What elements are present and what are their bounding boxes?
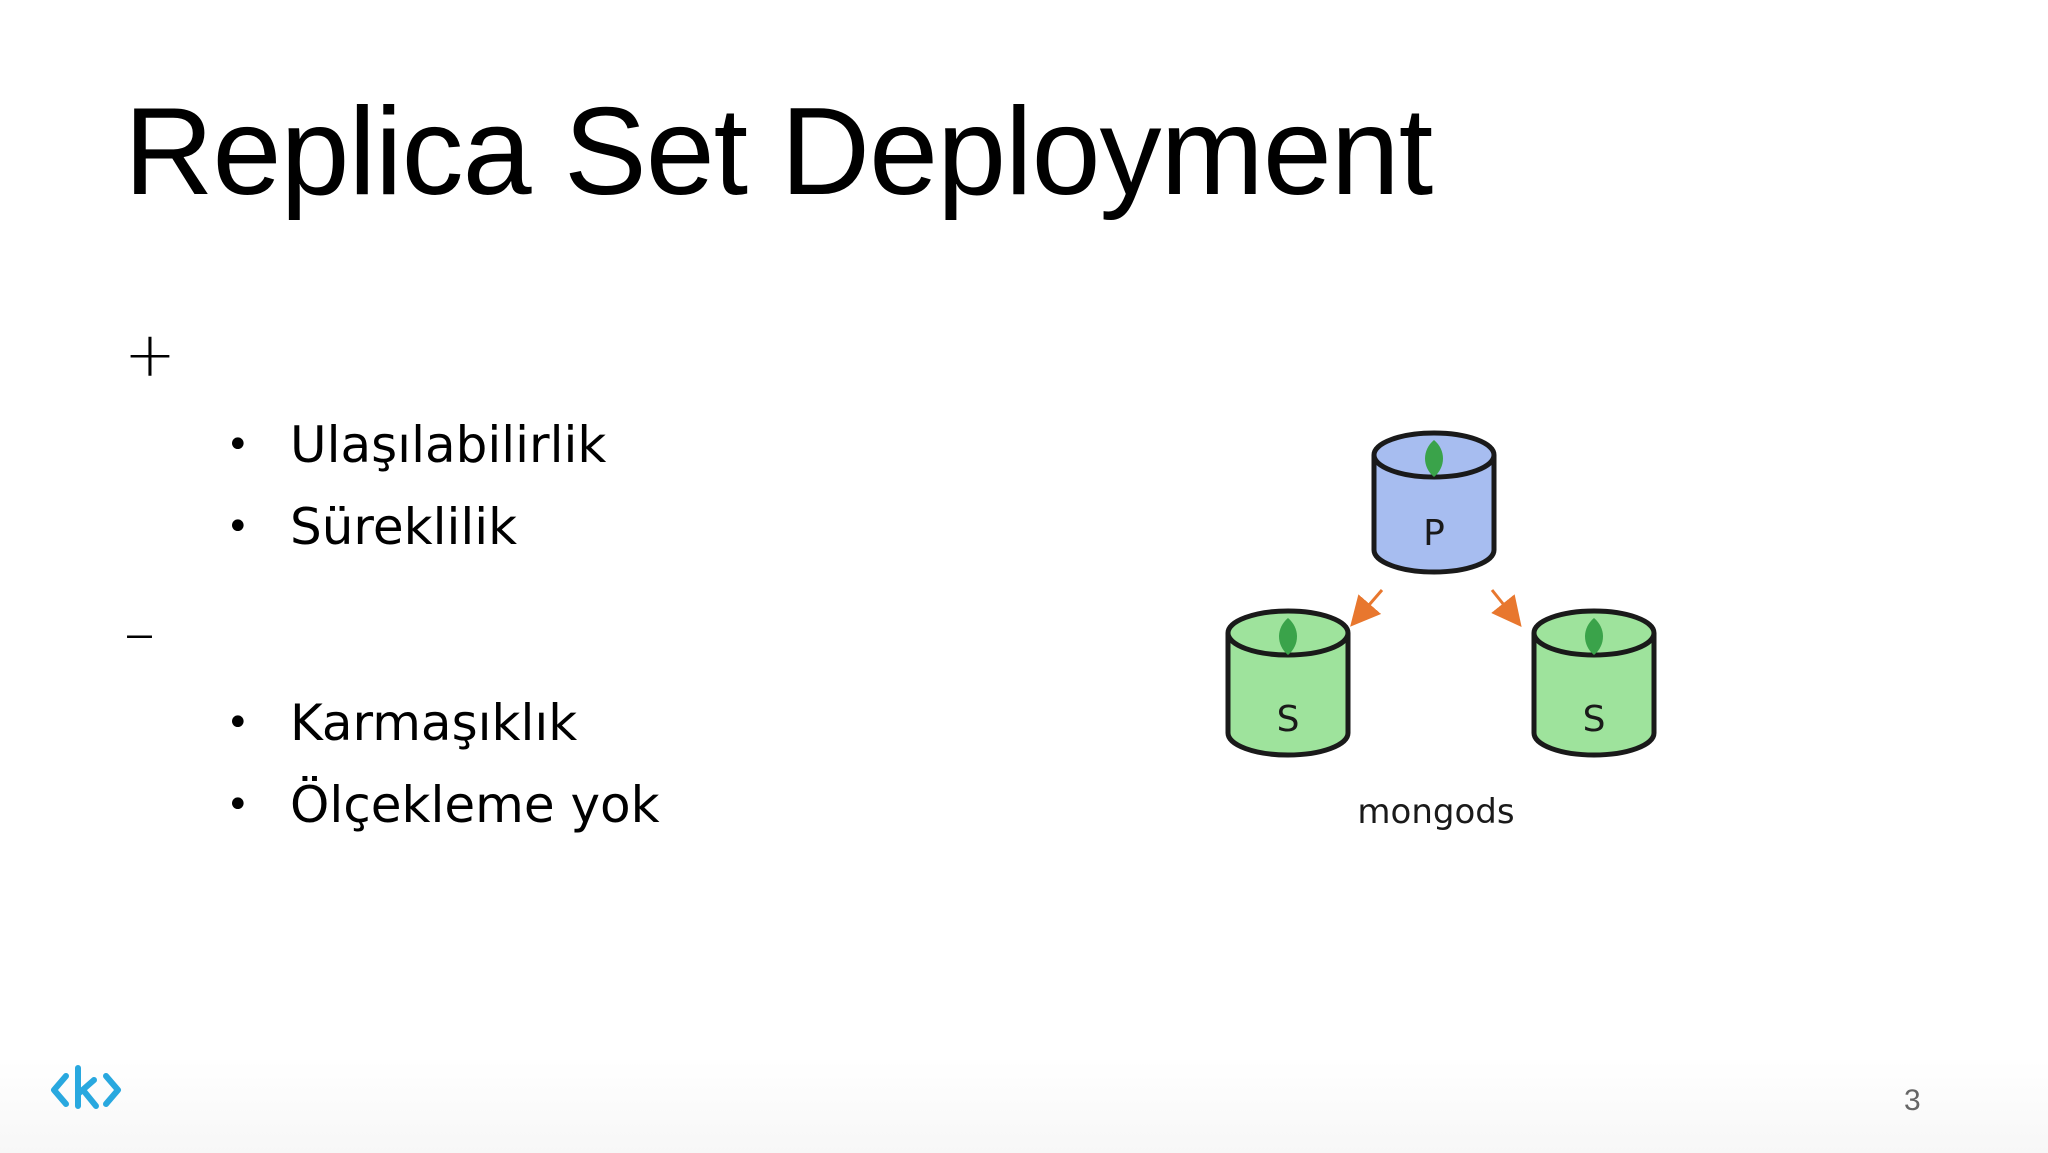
replication-arrow-left: [1350, 589, 1384, 627]
mongodb-leaf-icon: [1585, 618, 1603, 655]
list-item: • Ulaşılabilirlik: [220, 404, 606, 486]
list-item: • Ölçekleme yok: [220, 764, 660, 846]
bullet-icon: •: [226, 700, 250, 746]
secondary-node-right: S: [1531, 608, 1657, 758]
list-item-text: Ulaşılabilirlik: [290, 416, 607, 474]
list-item-text: Süreklilik: [290, 498, 518, 556]
secondary-node-left: S: [1225, 608, 1351, 758]
cons-sign: –: [124, 596, 155, 669]
pros-sign: +: [124, 318, 176, 391]
secondary-label: S: [1583, 699, 1606, 740]
pros-list: • Ulaşılabilirlik • Süreklilik: [220, 404, 606, 568]
replication-arrow-right: [1490, 589, 1522, 628]
mongodb-leaf-icon: [1279, 618, 1297, 655]
footer-band: [0, 1060, 2048, 1153]
secondary-label: S: [1277, 699, 1300, 740]
list-item: • Karmaşıklık: [220, 682, 660, 764]
primary-label: P: [1423, 513, 1445, 554]
diagram-caption: mongods: [1357, 792, 1514, 832]
list-item-text: Karmaşıklık: [290, 694, 578, 752]
list-item-text: Ölçekleme yok: [290, 776, 660, 834]
slide-title: Replica Set Deployment: [124, 83, 1433, 221]
bullet-icon: •: [226, 422, 250, 468]
page-number: 3: [1904, 1084, 1921, 1117]
replica-set-diagram: P S S mongods: [1225, 430, 1657, 832]
primary-node: P: [1371, 430, 1497, 575]
mongodb-leaf-icon: [1425, 440, 1443, 477]
bullet-icon: •: [226, 782, 250, 828]
list-item: • Süreklilik: [220, 486, 606, 568]
cons-list: • Karmaşıklık • Ölçekleme yok: [220, 682, 660, 846]
k-brackets-logo-icon: [51, 1065, 121, 1109]
bullet-icon: •: [226, 504, 250, 550]
